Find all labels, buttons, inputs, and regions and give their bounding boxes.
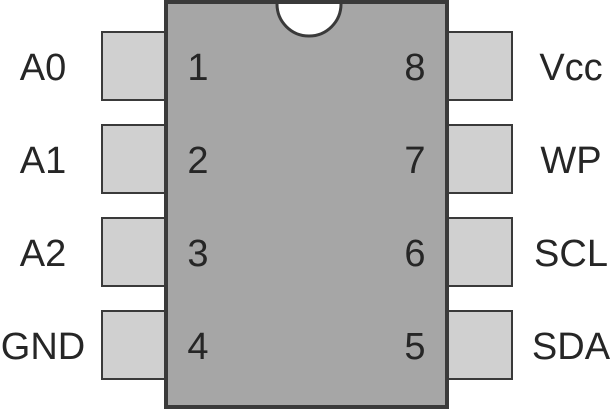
chip-body [164,0,449,409]
pin-pad-3 [101,217,169,287]
pin-pad-8 [445,31,513,101]
orientation-notch-icon [275,3,343,38]
pin-number-7: 7 [404,140,425,182]
pin-pad-7 [445,124,513,194]
pin-label-7: WP [540,140,601,182]
pin-number-8: 8 [404,47,425,89]
pin-number-2: 2 [187,140,208,182]
pin-pad-4 [101,310,169,380]
pin-pad-1 [101,31,169,101]
pin-label-4: GND [1,326,85,368]
pin-number-4: 4 [187,326,208,368]
pin-label-2: A1 [20,140,66,182]
pin-pad-5 [445,310,513,380]
pin-label-6: SCL [534,233,608,275]
pin-label-8: Vcc [539,47,602,89]
pin-number-5: 5 [404,326,425,368]
pin-pad-6 [445,217,513,287]
pin-number-6: 6 [404,233,425,275]
pin-number-1: 1 [187,47,208,89]
pin-label-1: A0 [20,47,66,89]
pin-pad-2 [101,124,169,194]
pin-label-5: SDA [532,326,611,368]
pin-label-3: A2 [20,233,66,275]
pin-number-3: 3 [187,233,208,275]
